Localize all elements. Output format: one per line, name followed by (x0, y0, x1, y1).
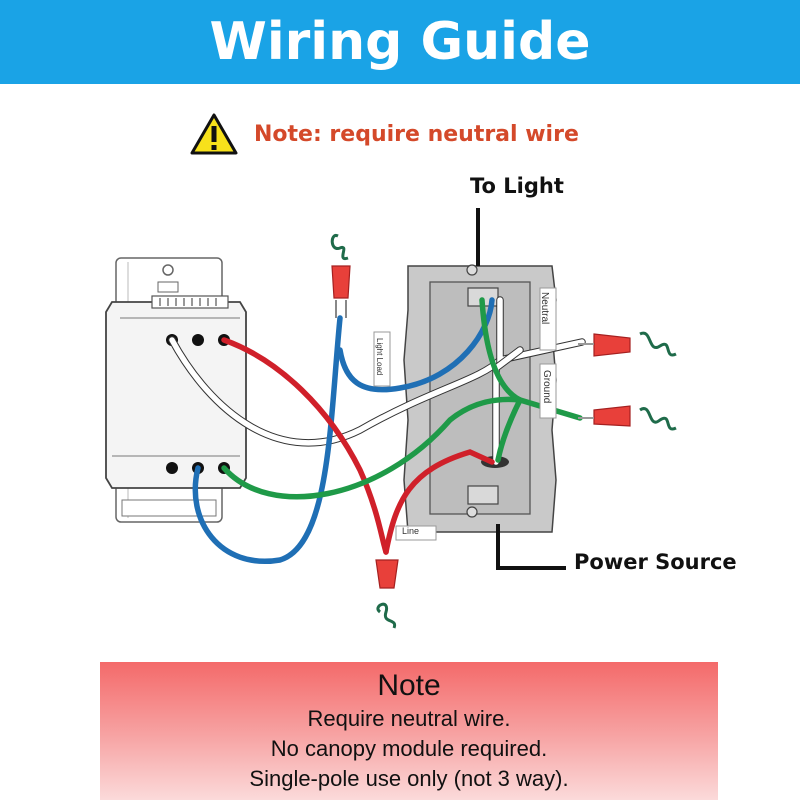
bottom-note-line: Single-pole use only (not 3 way). (249, 766, 569, 791)
wire-tags (373, 287, 557, 541)
wire-nut-top (330, 234, 351, 318)
line-wire (221, 337, 389, 555)
load-wire (192, 315, 343, 564)
smart-switch (105, 257, 247, 523)
bottom-note-title: Note (377, 669, 441, 702)
bottom-note-box: Note Require neutral wire. No canopy mod… (100, 662, 718, 800)
warning-triangle-icon (190, 113, 238, 155)
neutral-wire (169, 337, 503, 446)
light-load-tag-label: Light Load (375, 338, 384, 376)
bottom-note-line: Require neutral wire. (307, 706, 511, 731)
line-tag-label: Line (402, 526, 420, 536)
wire-nut-ground (578, 405, 677, 431)
cable-power-source (496, 524, 566, 570)
ground-wire (221, 396, 583, 500)
neutral-tag-label: Neutral (539, 292, 550, 325)
wire-nut-bottom (375, 559, 399, 629)
wiring-diagram: To Light Power Source Neutral Ground Lig… (0, 160, 800, 660)
header-banner: Wiring Guide (0, 0, 800, 84)
bottom-note-line: No canopy module required. (270, 736, 548, 761)
to-light-label: To Light (470, 174, 564, 198)
wire-nut-neutral (578, 331, 677, 357)
power-source-label: Power Source (574, 550, 737, 574)
neutral-note-text: Note: require neutral wire (254, 121, 579, 147)
neutral-wire-note: Note: require neutral wire (190, 112, 579, 156)
page-title: Wiring Guide (209, 12, 591, 72)
screw-icon (162, 264, 174, 276)
ground-tag-label: Ground (541, 370, 552, 404)
wiring-diagram-drawing (105, 208, 677, 629)
